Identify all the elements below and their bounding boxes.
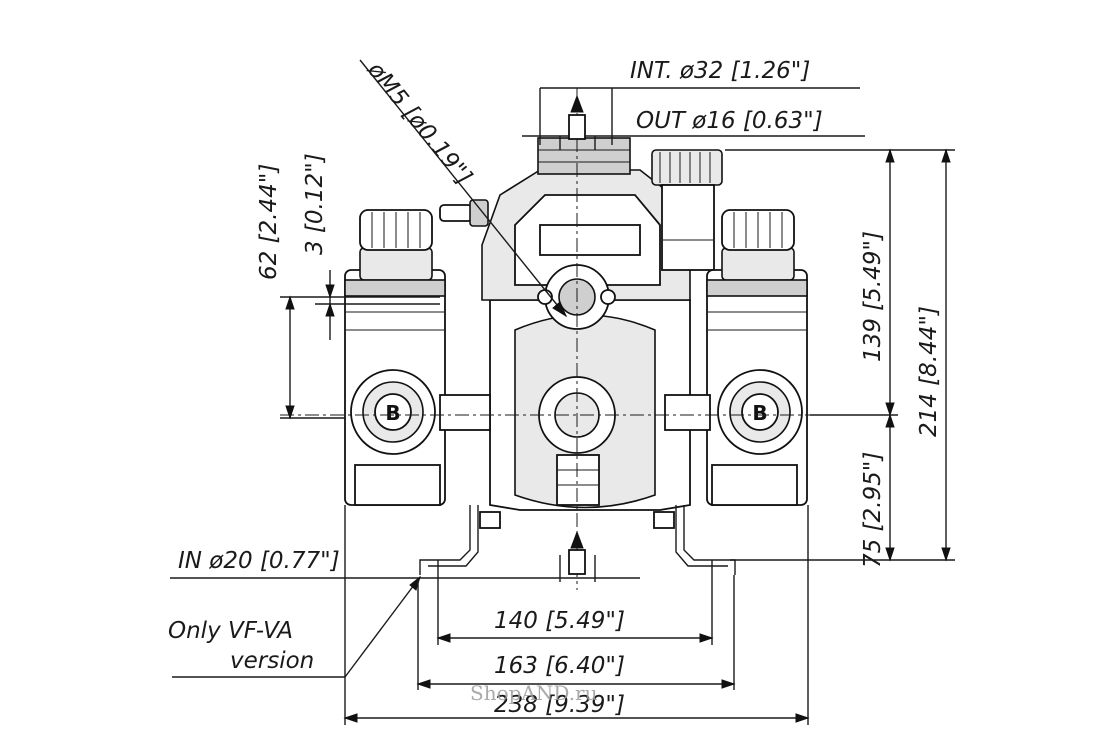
watermark-text: ShopAND.ru — [470, 681, 598, 705]
width-140-label: 140 [5.49"] — [494, 608, 625, 634]
in-dimension-label: IN ø20 [0.77"] — [178, 548, 340, 574]
dimension-right-heights: 139 [5.49"] 214 [8.44"] 75 [2.95"] — [725, 148, 955, 568]
port-mark-left: B — [385, 401, 400, 425]
dimension-widths: 140 [5.49"] 163 [6.40"] 238 [9.39"] — [343, 505, 810, 725]
version-label: version — [230, 648, 314, 674]
dimension-left-heights: 62 [2.44"] 3 [0.12"] — [256, 153, 440, 420]
mounting-brackets — [419, 505, 736, 575]
left-pump-head: B — [344, 209, 491, 506]
width-163-label: 163 [6.40"] — [494, 653, 625, 679]
height-3-label: 3 [0.12"] — [302, 153, 328, 255]
out-dimension-label: OUT ø16 [0.63"] — [636, 108, 823, 134]
int-dimension-label: INT. ø32 [1.26"] — [630, 58, 810, 84]
dimension-in: IN ø20 [0.77"] — [170, 530, 640, 582]
height-62-label: 62 [2.44"] — [256, 164, 282, 280]
right-pump-head: B — [664, 209, 808, 506]
width-238-label: 238 [9.39"] — [494, 692, 625, 718]
pump-body — [439, 137, 723, 511]
centerlines — [280, 88, 890, 590]
note-only-vf-va: Only VF-VA version — [168, 575, 421, 678]
height-75-label: 75 [2.95"] — [860, 452, 886, 568]
only-vf-va-label: Only VF-VA — [168, 618, 293, 644]
height-214-label: 214 [8.44"] — [916, 306, 942, 437]
port-mark-right: B — [752, 401, 767, 425]
dimension-int-out: INT. ø32 [1.26"] OUT ø16 [0.63"] — [522, 58, 865, 150]
m5-dimension-label: øM5 [ø0.19"] — [362, 57, 477, 190]
height-139-label: 139 [5.49"] — [860, 231, 886, 362]
